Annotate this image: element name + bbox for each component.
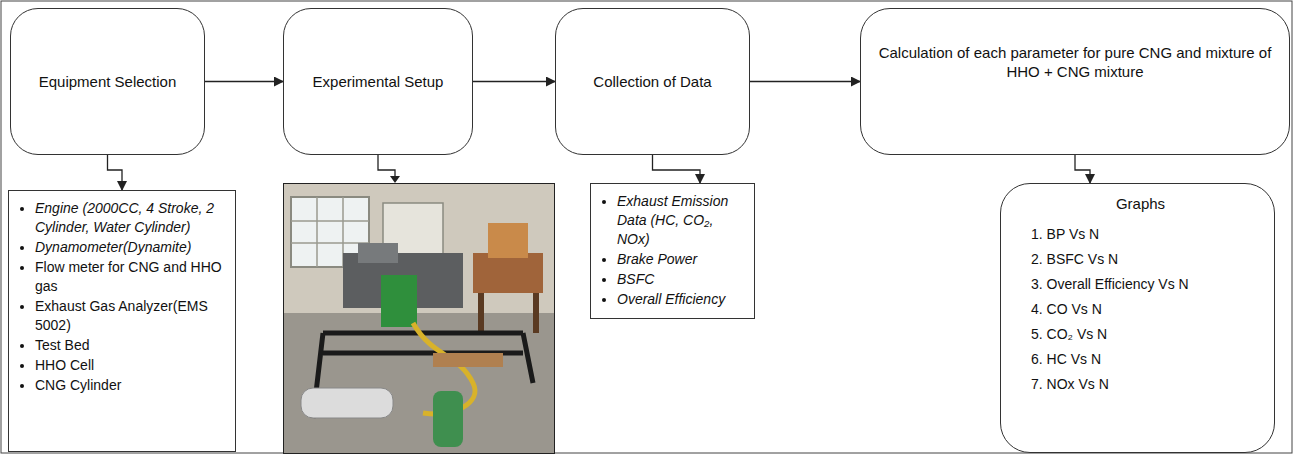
list-item: 2. BSFC Vs N — [1031, 250, 1260, 269]
list-item: BSFC — [617, 270, 746, 289]
process-box: Equipment Selection — [10, 8, 205, 155]
flow-arrow — [653, 155, 701, 183]
bullet-list: Exhaust Emission Data (HC, CO₂, NOx)Brak… — [595, 192, 746, 309]
list-item: Exhaust Gas Analyzer(EMS 5002) — [35, 297, 227, 335]
list-item: 1. BP Vs N — [1031, 225, 1260, 244]
process-box: Experimental Setup — [283, 8, 473, 155]
desk-leg — [478, 293, 484, 333]
list-item: 5. CO₂ Vs N — [1031, 325, 1260, 344]
list-item: Dynamometer(Dynamite) — [35, 238, 227, 257]
flow-arrow — [1075, 155, 1090, 183]
list-item: 6. HC Vs N — [1031, 350, 1260, 369]
list-item: 3. Overall Efficiency Vs N — [1031, 275, 1260, 294]
floor — [283, 313, 555, 454]
list-box: Engine (2000CC, 4 Stroke, 2 Cylinder, Wa… — [8, 190, 236, 452]
list-box: Exhaust Emission Data (HC, CO₂, NOx)Brak… — [590, 183, 755, 319]
cylinder — [433, 391, 463, 447]
list-item: Brake Power — [617, 250, 746, 269]
process-box: Collection of Data — [555, 8, 750, 155]
box-heading: Graphs — [1021, 194, 1260, 213]
cylinder — [301, 388, 393, 418]
wood-plank — [433, 353, 503, 367]
list-item: HHO Cell — [35, 356, 227, 375]
graphs-box: Graphs 1. BP Vs N 2. BSFC Vs N 3. Overall E… — [1000, 183, 1275, 453]
list-item: Flow meter for CNG and HHO gas — [35, 258, 227, 296]
list-item: Engine (2000CC, 4 Stroke, 2 Cylinder, Wa… — [35, 199, 227, 237]
desk — [473, 253, 543, 293]
desk-leg — [533, 293, 539, 333]
chair — [488, 223, 528, 258]
list-item: Test Bed — [35, 336, 227, 355]
wall — [283, 183, 555, 454]
bullet-list: Engine (2000CC, 4 Stroke, 2 Cylinder, Wa… — [13, 199, 227, 395]
flow-arrow — [473, 81, 555, 82]
box-label: Experimental Setup — [313, 72, 444, 91]
list-item: 4. CO Vs N — [1031, 300, 1260, 319]
box-label: Collection of Data — [593, 72, 711, 91]
leader-arrow — [378, 155, 395, 178]
green-box — [381, 275, 417, 327]
list-item: CNG Cylinder — [35, 376, 227, 395]
process-box: Calculation of each parameter for pure C… — [860, 8, 1290, 155]
list-item: Exhaust Emission Data (HC, CO₂, NOx) — [617, 192, 746, 249]
setup-photo — [283, 183, 555, 454]
flow-arrow — [205, 81, 283, 82]
flow-arrow — [108, 155, 123, 190]
flow-arrow — [750, 81, 860, 82]
list-item: 7. NOx Vs N — [1031, 375, 1260, 394]
photo-border — [283, 183, 555, 454]
box-label: Equipment Selection — [39, 72, 177, 91]
list-item: Overall Efficiency — [617, 290, 746, 309]
arrow-head — [390, 176, 400, 183]
engine-head — [358, 243, 398, 263]
box-label: Calculation of each parameter for pure C… — [873, 43, 1277, 81]
